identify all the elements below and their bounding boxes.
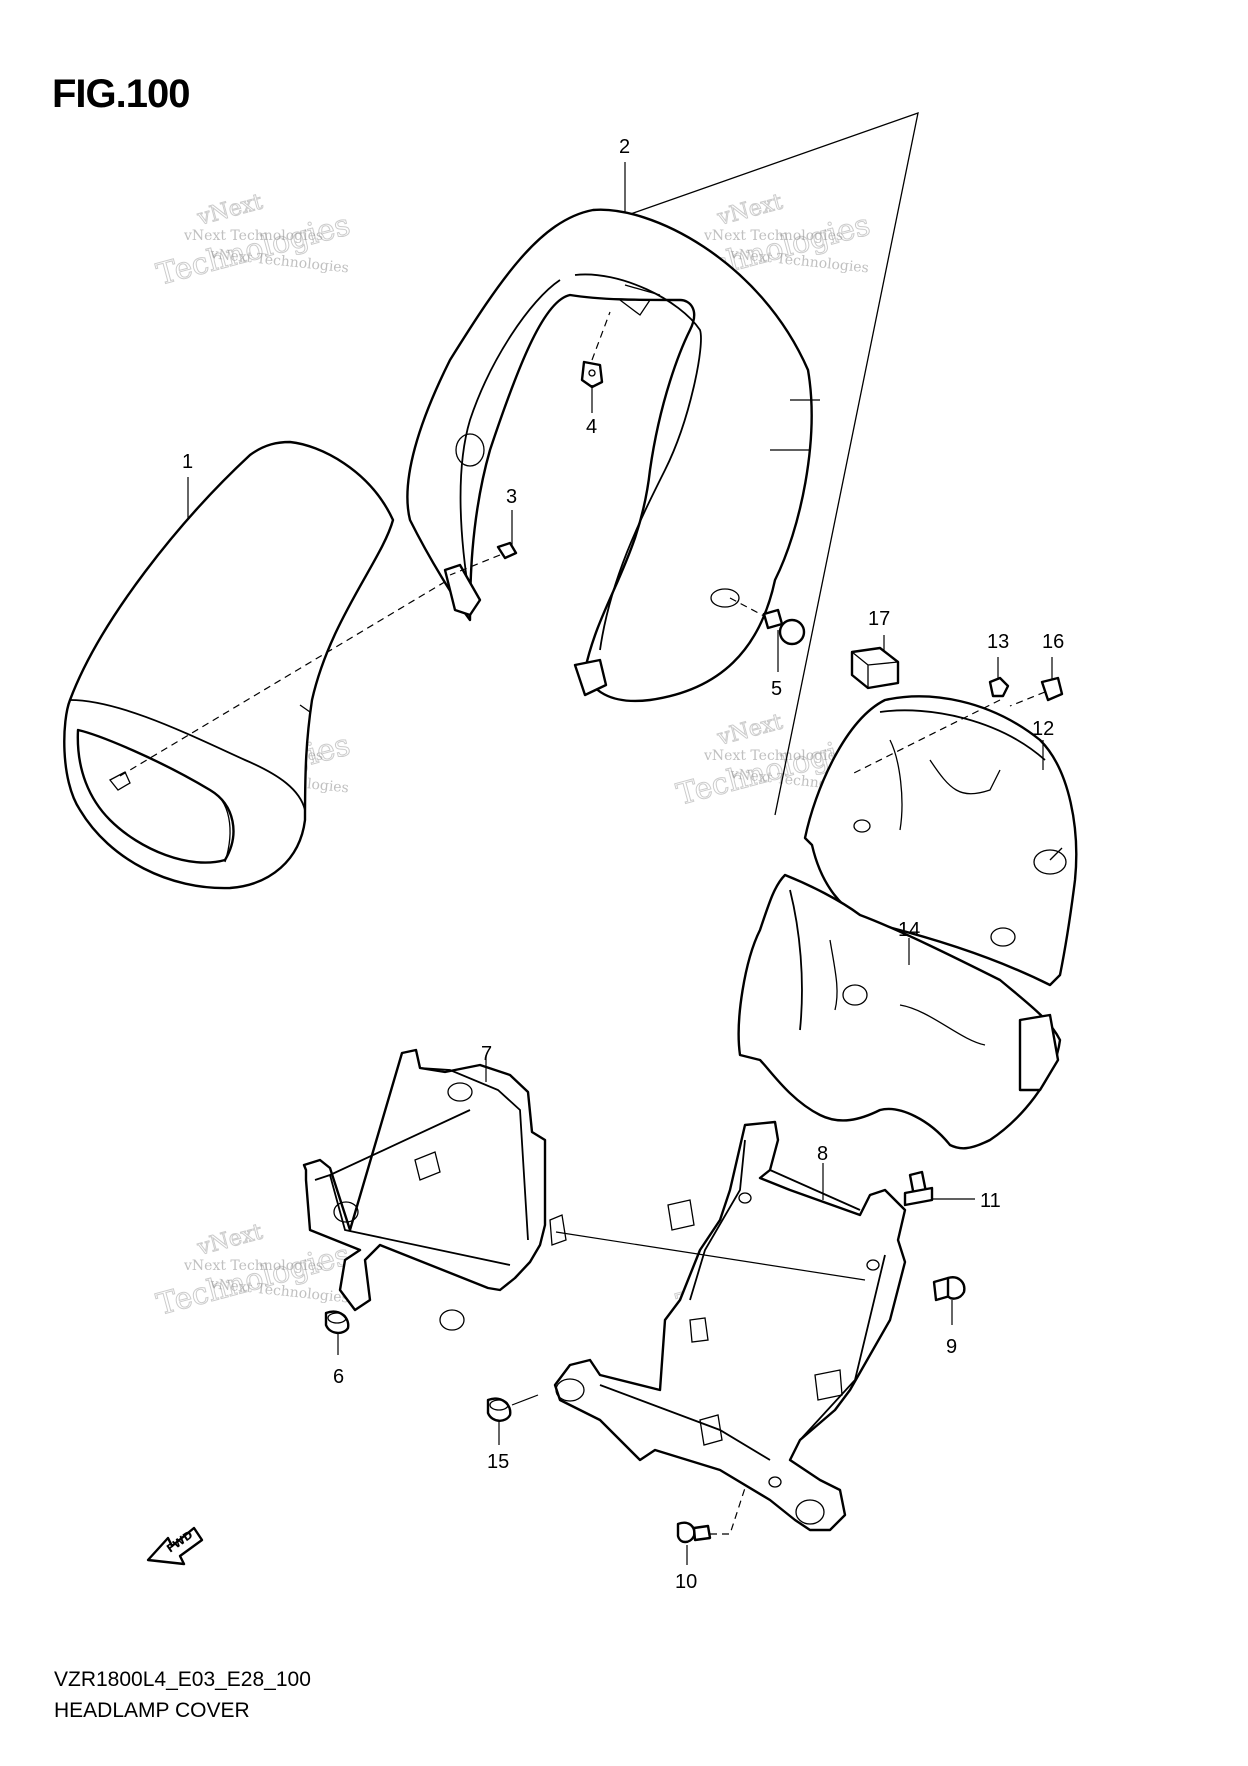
figure-code: VZR1800L4_E03_E28_100 — [54, 1668, 311, 1691]
part-16-screw — [1009, 676, 1064, 707]
part-13-nut — [988, 676, 1010, 698]
watermark-top-left: Technologies vNext vNext Technologies vN… — [153, 189, 355, 293]
callout-10: 10 — [675, 1571, 697, 1593]
assembly-triangle — [584, 112, 919, 816]
fwd-arrow-icon: FWD — [146, 1526, 204, 1566]
part-1-visor — [63, 440, 449, 890]
callout-17: 17 — [868, 608, 890, 630]
svg-text:vNext: vNext — [714, 710, 785, 752]
part-17-pad — [850, 646, 900, 690]
part-2-upper-cover — [406, 112, 919, 816]
svg-text:vNext: vNext — [714, 190, 785, 232]
part-14-lower-panel — [737, 873, 1062, 1150]
callout-5: 5 — [771, 678, 782, 700]
callout-3: 3 — [506, 486, 517, 508]
part-11-stud — [903, 1170, 934, 1207]
part-10-bolt — [676, 1487, 746, 1544]
svg-text:vNext Technologies: vNext Technologies — [703, 748, 843, 764]
figure-title: FIG.100 — [52, 72, 191, 116]
part-8-right-bracket — [553, 1120, 907, 1532]
part-3-screw — [449, 541, 518, 576]
callout-4: 4 — [586, 416, 597, 438]
part-6-grommet — [324, 1310, 350, 1335]
callout-16: 16 — [1042, 631, 1064, 653]
callout-numbers: 2 1 3 4 5 17 13 16 12 14 7 8 11 9 6 15 1… — [182, 136, 1064, 1593]
svg-text:vNext Technologies: vNext Technologies — [183, 228, 323, 244]
svg-text:vNext: vNext — [194, 190, 265, 232]
callout-13: 13 — [987, 631, 1009, 653]
callout-1: 1 — [182, 451, 193, 473]
part-7-left-bracket — [302, 1048, 567, 1331]
callout-8: 8 — [817, 1143, 828, 1165]
svg-text:vNext Technologies: vNext Technologies — [703, 228, 843, 244]
callout-14: 14 — [898, 919, 920, 941]
part-4-clip — [580, 311, 611, 389]
callout-7: 7 — [481, 1043, 492, 1065]
part-12-inner-panel — [803, 695, 1078, 987]
callout-15: 15 — [487, 1451, 509, 1473]
callout-leaders — [187, 162, 1053, 1565]
svg-text:vNext: vNext — [194, 1220, 265, 1262]
callout-9: 9 — [946, 1336, 957, 1358]
callout-2: 2 — [619, 136, 630, 158]
figure-name: HEADLAMP COVER — [54, 1699, 250, 1722]
callout-12: 12 — [1032, 718, 1054, 740]
callout-6: 6 — [333, 1366, 344, 1388]
callout-11: 11 — [980, 1190, 1001, 1212]
part-9-bolt — [932, 1276, 966, 1302]
part-5-rivet — [729, 597, 806, 646]
svg-text:vNext Technologies: vNext Technologies — [183, 1258, 323, 1274]
part-15-grommet — [486, 1394, 539, 1422]
